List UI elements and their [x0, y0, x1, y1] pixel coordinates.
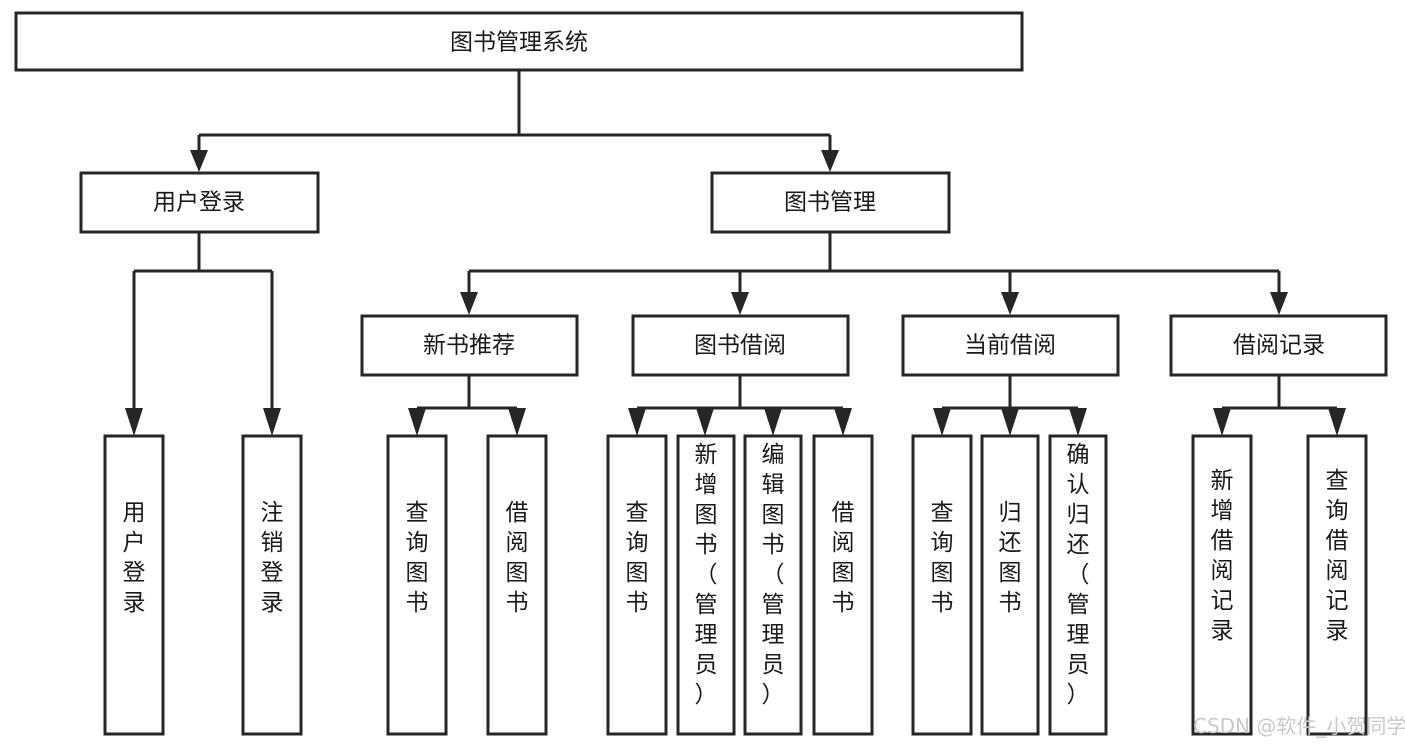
csdn-watermark: CSDN @软件_小贺同学	[1193, 714, 1405, 738]
node-book-borrow-box[interactable]	[631, 314, 850, 377]
leaf-query-book-1-label: 查询图书	[406, 500, 429, 616]
arrow-new-book-leaf-2	[508, 408, 526, 436]
leaf-edit-book[interactable]: 编辑图书（管理员）	[743, 434, 803, 736]
arrow-book-borrow-leaf-4	[834, 408, 852, 436]
leaf-confirm-return[interactable]: 确认归还（管理员）	[1048, 434, 1108, 736]
arrow-user-login-leaf-1	[125, 408, 143, 436]
leaf-return-book-label: 归还图书	[999, 500, 1022, 616]
leaf-borrow-book-2-label: 借阅图书	[832, 500, 855, 616]
node-book-management[interactable]: 图书管理	[710, 171, 951, 234]
node-new-book-recommend-label: 新书推荐	[423, 333, 515, 359]
leaf-query-record[interactable]: 查询借阅记录	[1306, 434, 1368, 736]
leaf-add-record[interactable]: 新增借阅记录	[1191, 434, 1253, 736]
node-user-login[interactable]: 用户登录	[79, 171, 320, 234]
node-root-label: 图书管理系统	[450, 30, 588, 56]
leaf-return-book-box[interactable]	[980, 434, 1040, 736]
node-borrow-record-label: 借阅记录	[1233, 333, 1325, 359]
node-new-book-recommend[interactable]: 新书推荐	[360, 314, 579, 377]
node-book-management-box[interactable]	[710, 171, 951, 234]
leaf-borrow-book-1[interactable]: 借阅图书	[486, 434, 548, 736]
leaf-confirm-return-box[interactable]	[1048, 434, 1108, 736]
arrow-bm-book-borrow	[731, 292, 749, 315]
leaf-query-record-box[interactable]	[1306, 434, 1368, 736]
leaf-query-book-3[interactable]: 查询图书	[911, 434, 973, 736]
leaf-edit-book-label: 编辑图书（管理员）	[762, 442, 785, 708]
node-borrow-record[interactable]: 借阅记录	[1169, 314, 1388, 377]
arrow-root-to-book-management	[821, 150, 839, 172]
leaf-user-login-label: 用户登录	[123, 500, 146, 616]
leaf-user-logout[interactable]: 注销登录	[241, 434, 303, 736]
arrow-borrow-record-leaf-2	[1328, 408, 1346, 436]
leaf-query-record-label: 查询借阅记录	[1326, 468, 1349, 644]
leaf-confirm-return-label: 确认归还（管理员）	[1067, 442, 1090, 708]
leaf-user-logout-box[interactable]	[241, 434, 303, 736]
leaf-borrow-book-2-box[interactable]	[812, 434, 874, 736]
node-current-borrow-label: 当前借阅	[964, 333, 1056, 359]
leaf-add-record-box[interactable]	[1191, 434, 1253, 736]
arrow-current-borrow-leaf-1	[933, 408, 951, 436]
arrow-bm-new-book	[460, 292, 478, 315]
leaf-query-book-2-label: 查询图书	[626, 500, 649, 616]
arrow-book-borrow-leaf-2	[696, 408, 714, 436]
node-current-borrow-box[interactable]	[901, 314, 1120, 377]
arrow-bm-borrow-record	[1270, 292, 1288, 315]
leaf-borrow-book-2[interactable]: 借阅图书	[812, 434, 874, 736]
leaf-query-book-1[interactable]: 查询图书	[386, 434, 448, 736]
arrow-current-borrow-leaf-2	[1001, 408, 1019, 436]
arrow-book-borrow-leaf-1	[628, 408, 646, 436]
leaf-add-book-label: 新增图书（管理员）	[695, 442, 718, 708]
leaf-borrow-book-1-label: 借阅图书	[506, 500, 529, 616]
arrow-book-borrow-leaf-3	[764, 408, 782, 436]
arrow-new-book-leaf-1	[408, 408, 426, 436]
node-user-login-label: 用户登录	[153, 190, 245, 216]
leaf-add-book-box[interactable]	[676, 434, 736, 736]
node-book-borrow[interactable]: 图书借阅	[631, 314, 850, 377]
arrow-bm-current-borrow	[1001, 292, 1019, 315]
node-book-management-label: 图书管理	[784, 190, 876, 216]
leaf-edit-book-box[interactable]	[743, 434, 803, 736]
node-root-box[interactable]	[14, 11, 1024, 72]
arrow-user-login-leaf-2	[263, 408, 281, 436]
leaf-user-login[interactable]: 用户登录	[103, 434, 165, 736]
node-borrow-record-box[interactable]	[1169, 314, 1388, 377]
leaf-user-logout-label: 注销登录	[261, 500, 284, 616]
arrow-current-borrow-leaf-3	[1069, 408, 1087, 436]
node-root[interactable]: 图书管理系统	[14, 11, 1024, 72]
arrow-root-to-user-login	[190, 150, 208, 172]
leaf-return-book[interactable]: 归还图书	[980, 434, 1040, 736]
leaf-query-book-3-label: 查询图书	[931, 500, 954, 616]
node-book-borrow-label: 图书借阅	[694, 333, 786, 359]
leaf-add-record-label: 新增借阅记录	[1211, 468, 1234, 644]
leaf-add-book[interactable]: 新增图书（管理员）	[676, 434, 736, 736]
leaf-query-book-2[interactable]: 查询图书	[606, 434, 668, 736]
connector-layer	[125, 70, 1346, 436]
arrow-borrow-record-leaf-1	[1213, 408, 1231, 436]
leaf-query-book-3-box[interactable]	[911, 434, 973, 736]
leaf-borrow-book-1-box[interactable]	[486, 434, 548, 736]
leaf-query-book-1-box[interactable]	[386, 434, 448, 736]
node-new-book-recommend-box[interactable]	[360, 314, 579, 377]
leaf-query-book-2-box[interactable]	[606, 434, 668, 736]
leaf-user-login-box[interactable]	[103, 434, 165, 736]
node-user-login-box[interactable]	[79, 171, 320, 234]
node-current-borrow[interactable]: 当前借阅	[901, 314, 1120, 377]
